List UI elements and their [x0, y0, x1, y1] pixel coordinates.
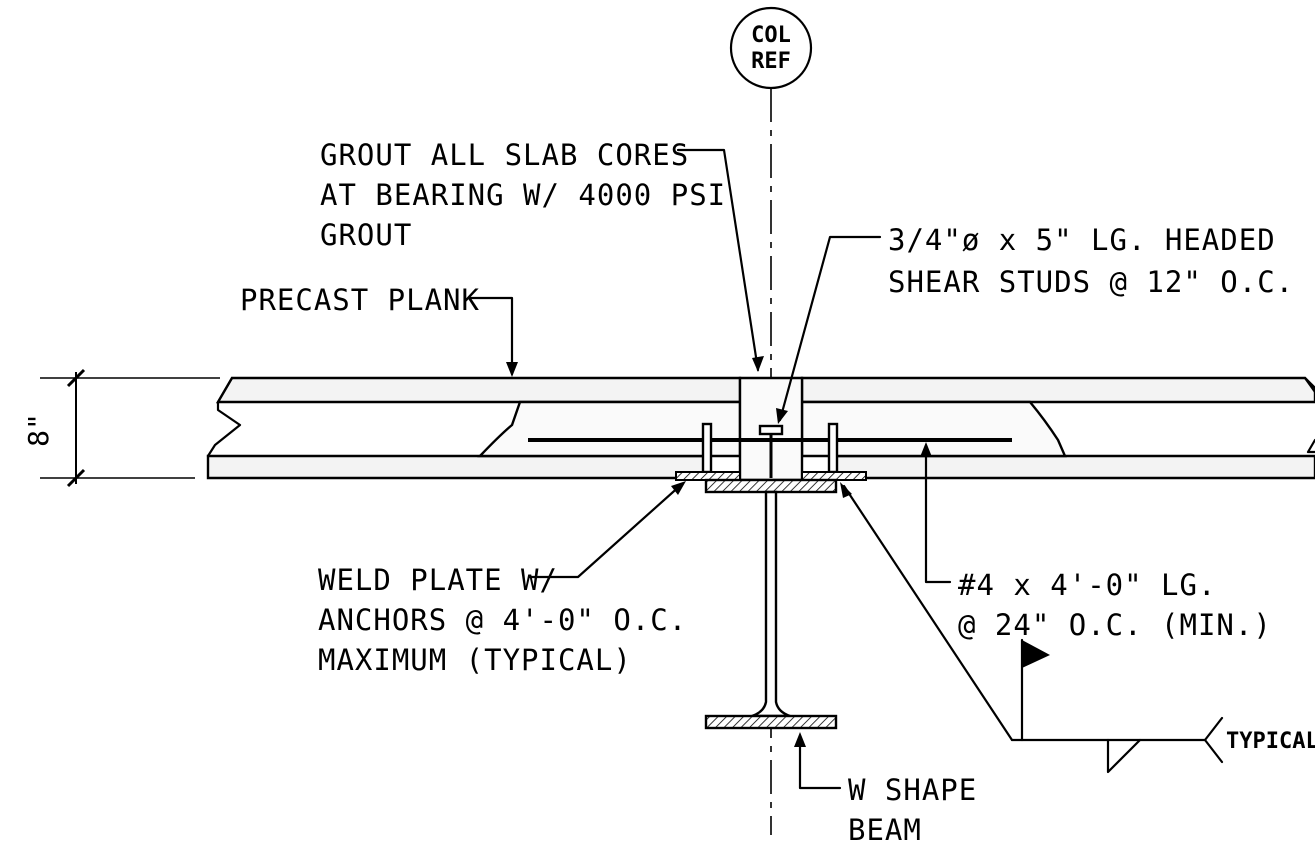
col-ref-line2: REF	[751, 49, 791, 74]
col-ref-line1: COL	[751, 23, 791, 48]
precast-plank-note: PRECAST PLANK	[240, 283, 518, 377]
rebar-note: #4 x 4'-0" LG. @ 24" O.C. (MIN.)	[920, 442, 1272, 642]
weld-tail-label: TYPICAL	[1226, 729, 1315, 754]
field-weld-flag-icon	[1022, 640, 1050, 668]
shear-stud-note: 3/4"ø x 5" LG. HEADED SHEAR STUDS @ 12" …	[776, 223, 1294, 424]
shear-stud-note-line2: SHEAR STUDS @ 12" O.C.	[888, 265, 1294, 299]
weld-plate-note-line1: WELD PLATE W/	[318, 563, 558, 597]
slab-depth-dimension: 8"	[22, 368, 220, 488]
beam-note: W SHAPE BEAM	[794, 732, 977, 847]
grouted-slab-cores	[477, 376, 1067, 482]
headed-shear-stud	[758, 424, 784, 478]
grout-note-line2: AT BEARING W/ 4000 PSI	[320, 178, 726, 212]
grout-note-line3: GROUT	[320, 218, 412, 252]
weld-plate-note: WELD PLATE W/ ANCHORS @ 4'-0" O.C. MAXIM…	[318, 481, 687, 677]
weld-plate-note-line2: ANCHORS @ 4'-0" O.C.	[318, 603, 687, 637]
rebar-note-line1: #4 x 4'-0" LG.	[958, 568, 1216, 602]
grout-note: GROUT ALL SLAB CORES AT BEARING W/ 4000 …	[320, 138, 764, 372]
precast-plank	[206, 376, 1315, 480]
weld-symbol: TYPICAL	[840, 482, 1315, 774]
rebar-note-line2: @ 24" O.C. (MIN.)	[958, 608, 1272, 642]
shear-stud-note-line1: 3/4"ø x 5" LG. HEADED	[888, 223, 1276, 257]
grout-note-line1: GROUT ALL SLAB CORES	[320, 138, 689, 172]
slab-depth-label: 8"	[22, 413, 55, 447]
w-shape-beam	[704, 478, 838, 730]
beam-note-line2: BEAM	[848, 813, 922, 847]
beam-note-line1: W SHAPE	[848, 773, 977, 807]
column-reference-bubble: COL REF	[729, 6, 813, 90]
precast-plank-label: PRECAST PLANK	[240, 283, 480, 317]
weld-plate-note-line3: MAXIMUM (TYPICAL)	[318, 643, 632, 677]
